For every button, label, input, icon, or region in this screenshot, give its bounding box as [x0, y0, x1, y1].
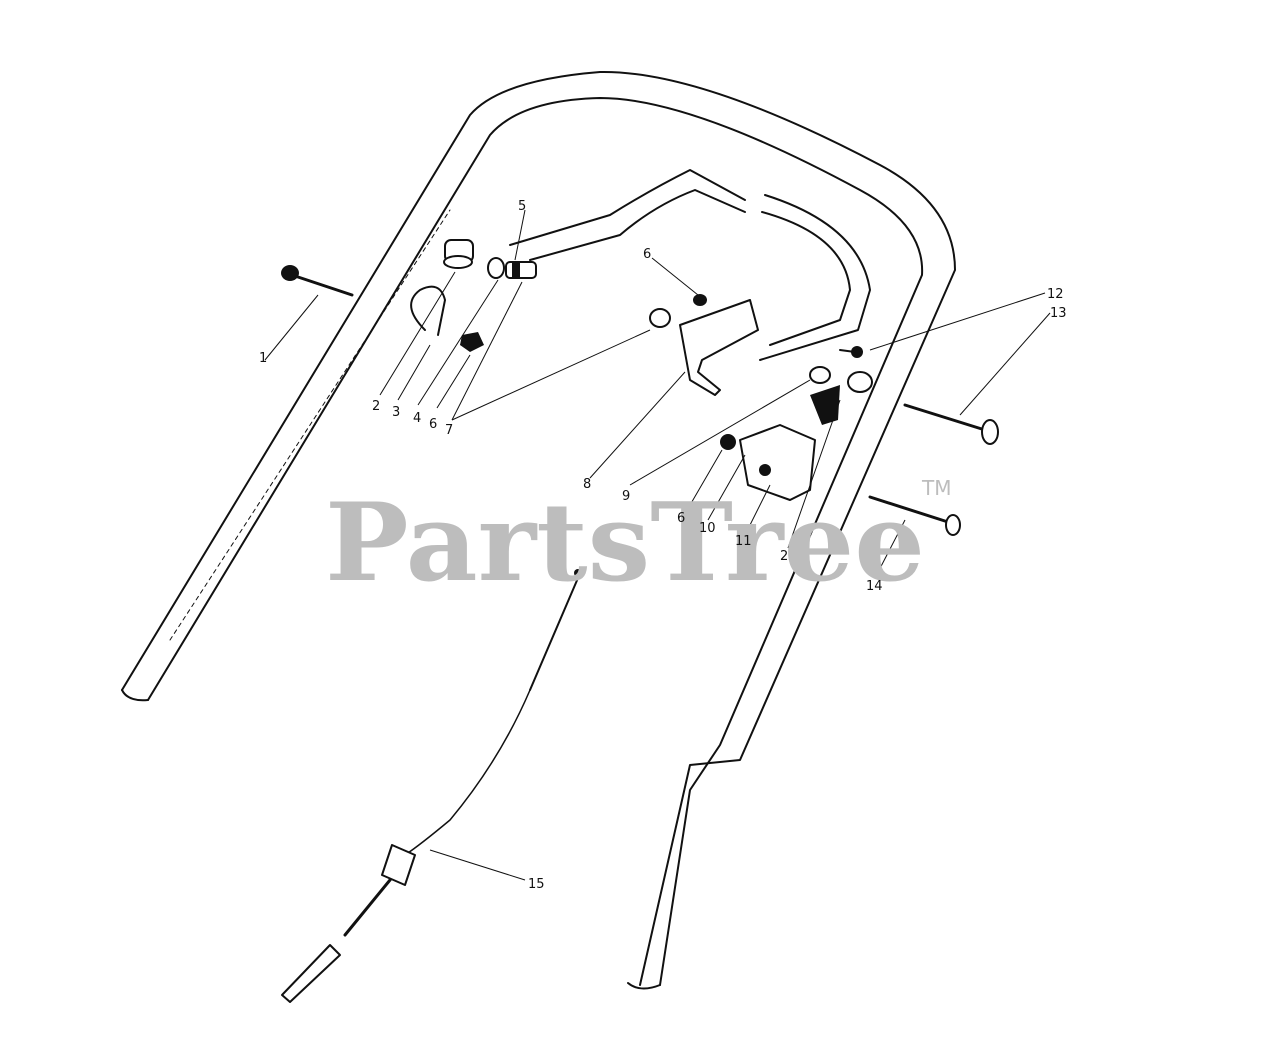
right-hardware	[720, 366, 873, 501]
callout-12: 12	[1047, 287, 1064, 302]
control-bail	[509, 169, 871, 361]
callout-6-top: 6	[643, 247, 651, 262]
callout-2-left: 2	[372, 399, 380, 414]
callout-5: 5	[518, 199, 526, 214]
callout-6-left: 6	[429, 417, 437, 432]
center-bracket	[649, 294, 863, 396]
callout-13: 13	[1050, 306, 1067, 321]
callout-11: 11	[735, 534, 752, 549]
callout-1: 1	[259, 351, 267, 366]
control-cable	[281, 569, 582, 1003]
bolt-1	[281, 265, 354, 297]
bolt-14	[868, 495, 961, 536]
leader-lines	[264, 209, 1051, 881]
callout-6-right: 6	[677, 511, 685, 526]
bolt-13	[903, 403, 999, 445]
callout-15: 15	[528, 877, 545, 892]
left-hardware	[410, 239, 537, 352]
handle-frame	[121, 70, 956, 990]
callout-14: 14	[866, 579, 883, 594]
watermark-text: PartsTree	[325, 480, 925, 606]
callout-7: 7	[445, 423, 453, 438]
callout-4: 4	[413, 411, 421, 426]
callout-9: 9	[622, 489, 630, 504]
callout-2-right: 2	[780, 549, 788, 564]
watermark-trademark: TM	[921, 476, 951, 500]
callout-10: 10	[699, 521, 716, 536]
callout-3: 3	[392, 405, 400, 420]
callout-8: 8	[583, 477, 591, 492]
